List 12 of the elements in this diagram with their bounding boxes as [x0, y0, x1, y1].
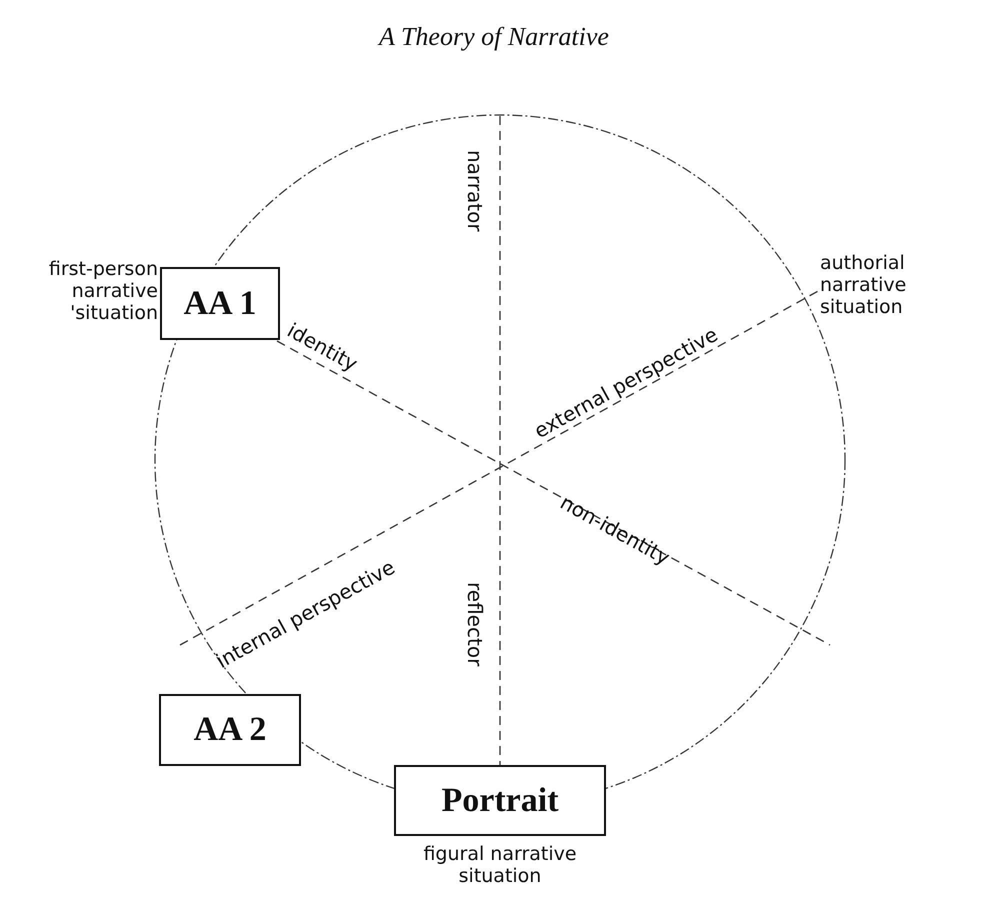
box-label: AA 1	[184, 284, 256, 322]
box-label: AA 2	[194, 711, 266, 749]
label-box	[394, 765, 606, 836]
situation-caption: first-person narrative 'situation	[48, 258, 158, 324]
label-box	[160, 267, 280, 340]
axis-label: reflector	[463, 582, 487, 666]
box-label: Portrait	[441, 782, 559, 820]
title: A Theory of Narrative	[376, 22, 610, 52]
situation-caption: figural narrative situation	[422, 843, 578, 887]
label-box	[159, 694, 301, 766]
axis-label: narrator	[463, 150, 487, 232]
situation-caption: authorial narrative situation	[820, 252, 908, 318]
